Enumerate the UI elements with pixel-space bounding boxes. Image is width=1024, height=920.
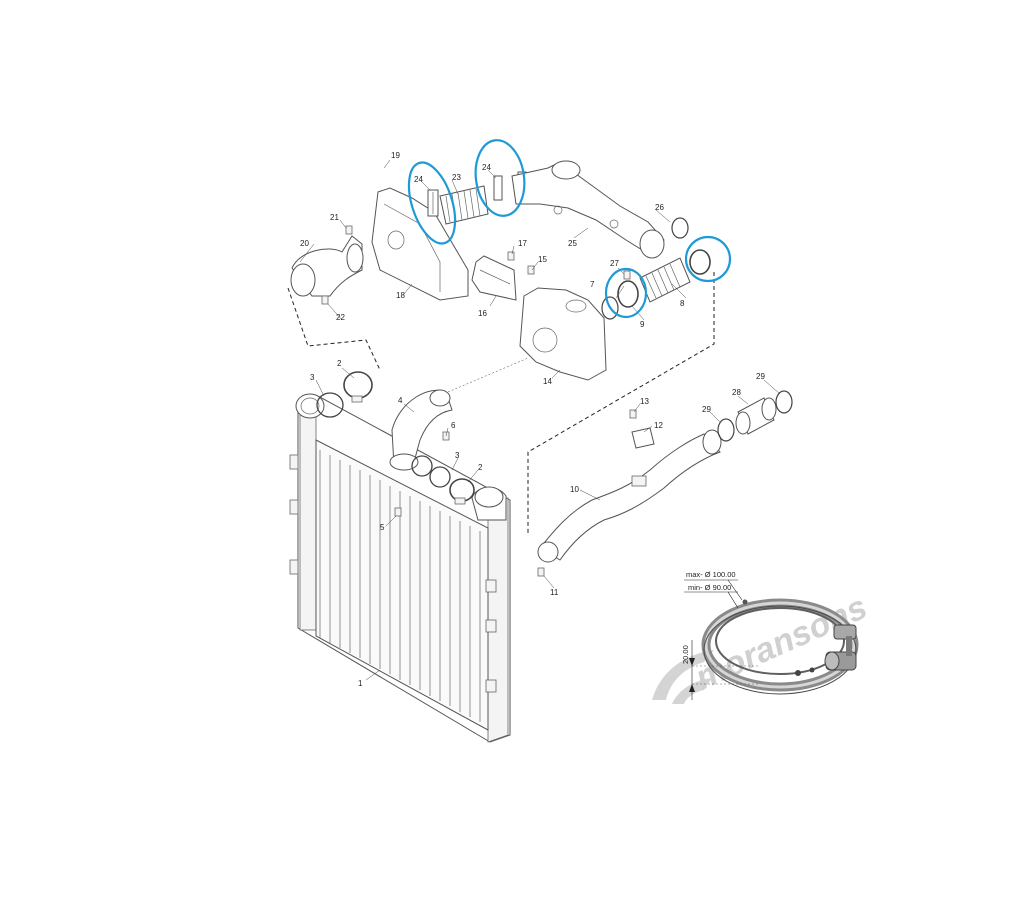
callout-8: 8	[680, 299, 685, 308]
highlight-clamp-9	[604, 267, 648, 319]
bolt-15	[527, 265, 535, 275]
callout-14: 14	[543, 377, 552, 386]
callout-20: 20	[300, 239, 309, 248]
clamp-9	[617, 280, 639, 308]
bolt-27	[623, 270, 631, 280]
circlip-26	[671, 217, 689, 239]
clamp-24-a	[427, 189, 439, 217]
callout-29: 29	[702, 405, 711, 414]
max-diameter-label: max- Ø 100.00	[686, 570, 736, 579]
callout-11: 11	[550, 588, 559, 597]
intercooler-radiator	[289, 393, 511, 743]
callout-5: 5	[380, 523, 385, 532]
callout-24: 24	[482, 163, 491, 172]
callout-9: 9	[640, 320, 645, 329]
ring-29-a	[717, 418, 735, 442]
callout-4: 4	[398, 396, 403, 405]
height-label: 20.00	[681, 645, 690, 664]
bolt-22	[321, 295, 329, 305]
callout-2: 2	[478, 463, 483, 472]
bolt-5	[394, 507, 402, 517]
clamp-7	[601, 296, 619, 320]
clamp-2-left	[316, 371, 373, 418]
ring-29-b	[775, 390, 793, 414]
callout-3: 3	[455, 451, 460, 460]
callout-26: 26	[655, 203, 664, 212]
pipe-10	[537, 429, 722, 563]
callout-25: 25	[568, 239, 577, 248]
min-diameter-label: min- Ø 90.00	[688, 583, 731, 592]
bracket-18	[371, 187, 469, 301]
highlight-clamp-upper-right	[684, 235, 732, 283]
callout-15: 15	[538, 255, 547, 264]
callout-19: 19	[391, 151, 400, 160]
callout-1: 1	[358, 679, 363, 688]
callout-21: 21	[330, 213, 339, 222]
housing-14	[519, 287, 607, 381]
sleeve-28	[735, 397, 777, 435]
callout-6: 6	[451, 421, 456, 430]
bracket-12	[631, 427, 655, 449]
inset-clamp-detail: moransons max- Ø 100.00 min- Ø 90.00 20.…	[652, 570, 873, 704]
callout-24: 24	[414, 175, 423, 184]
callout-29: 29	[756, 372, 765, 381]
bellows-8	[639, 257, 691, 303]
bellows-23	[439, 185, 489, 225]
assembly-guide-lines	[287, 272, 715, 536]
callout-3: 3	[310, 373, 315, 382]
callout-28: 28	[732, 388, 741, 397]
highlight-clamp-24-right	[474, 139, 526, 217]
callout-12: 12	[654, 421, 663, 430]
clamp-upper-right	[689, 249, 711, 275]
callout-10: 10	[570, 485, 579, 494]
callout-2: 2	[337, 359, 342, 368]
clamp-2-right	[411, 455, 475, 505]
bolt-11	[537, 567, 545, 577]
callout-13: 13	[640, 397, 649, 406]
highlight-clamp-24-left	[407, 161, 457, 245]
callout-18: 18	[396, 291, 405, 300]
callout-23: 23	[452, 173, 461, 182]
highlight-circles	[407, 139, 732, 319]
callout-22: 22	[336, 313, 345, 322]
pipe-25	[511, 160, 665, 259]
bolt-17	[507, 251, 515, 261]
callout-7: 7	[590, 280, 595, 289]
bolt-21	[345, 225, 353, 235]
clamp-bolt-block	[742, 599, 857, 676]
bolt-13	[629, 409, 637, 419]
callout-17: 17	[518, 239, 527, 248]
callout-labels: 1 2 2 3 3 4 5 6 7 8 9 10 11 12 13 14 15 …	[300, 151, 765, 688]
elbow-pipe-20	[290, 235, 364, 297]
callout-16: 16	[478, 309, 487, 318]
callout-27: 27	[610, 259, 619, 268]
support-16	[471, 255, 517, 301]
